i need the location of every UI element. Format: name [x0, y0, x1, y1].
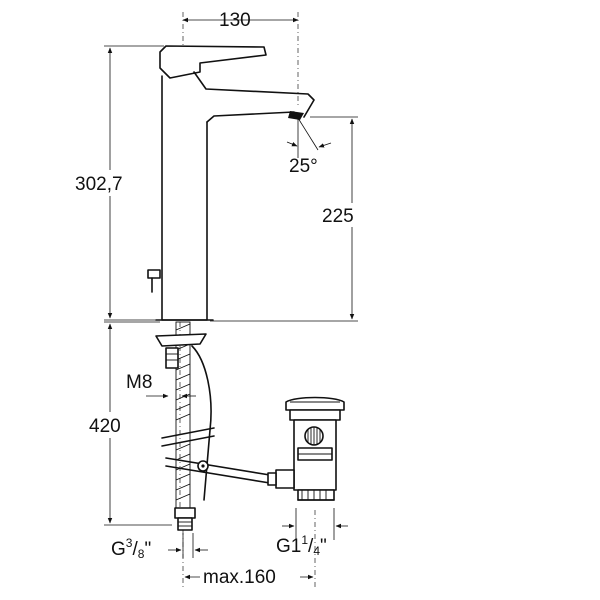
- dimension-max-distance: max.160: [184, 564, 314, 588]
- dim-label-25-deg: 25°: [289, 156, 318, 177]
- dim-label-g-3-8: G3/8": [111, 536, 151, 561]
- dim-label-130: 130: [219, 10, 251, 31]
- dim-label-225: 225: [322, 206, 354, 227]
- dimension-angle: 25°: [286, 117, 332, 177]
- faucet-body: [147, 45, 315, 321]
- dim-label-max-160: max.160: [203, 567, 276, 588]
- dim-label-302-7: 302,7: [75, 174, 123, 195]
- dimension-top-width: 130: [182, 10, 299, 31]
- mounting-hardware: [155, 321, 277, 531]
- dimension-hose-length: 420: [86, 321, 172, 526]
- dimension-spout-height: 225: [210, 116, 374, 322]
- dimension-waste-thread: G11/4": [276, 508, 348, 558]
- dimension-total-height: 302,7: [73, 45, 164, 321]
- dimension-hose-connection: G3/8": [111, 533, 208, 561]
- dim-label-m8: M8: [126, 372, 152, 393]
- dim-label-420: 420: [89, 416, 121, 437]
- dim-label-g1-1-4: G11/4": [276, 533, 327, 558]
- pop-up-waste: [267, 396, 345, 501]
